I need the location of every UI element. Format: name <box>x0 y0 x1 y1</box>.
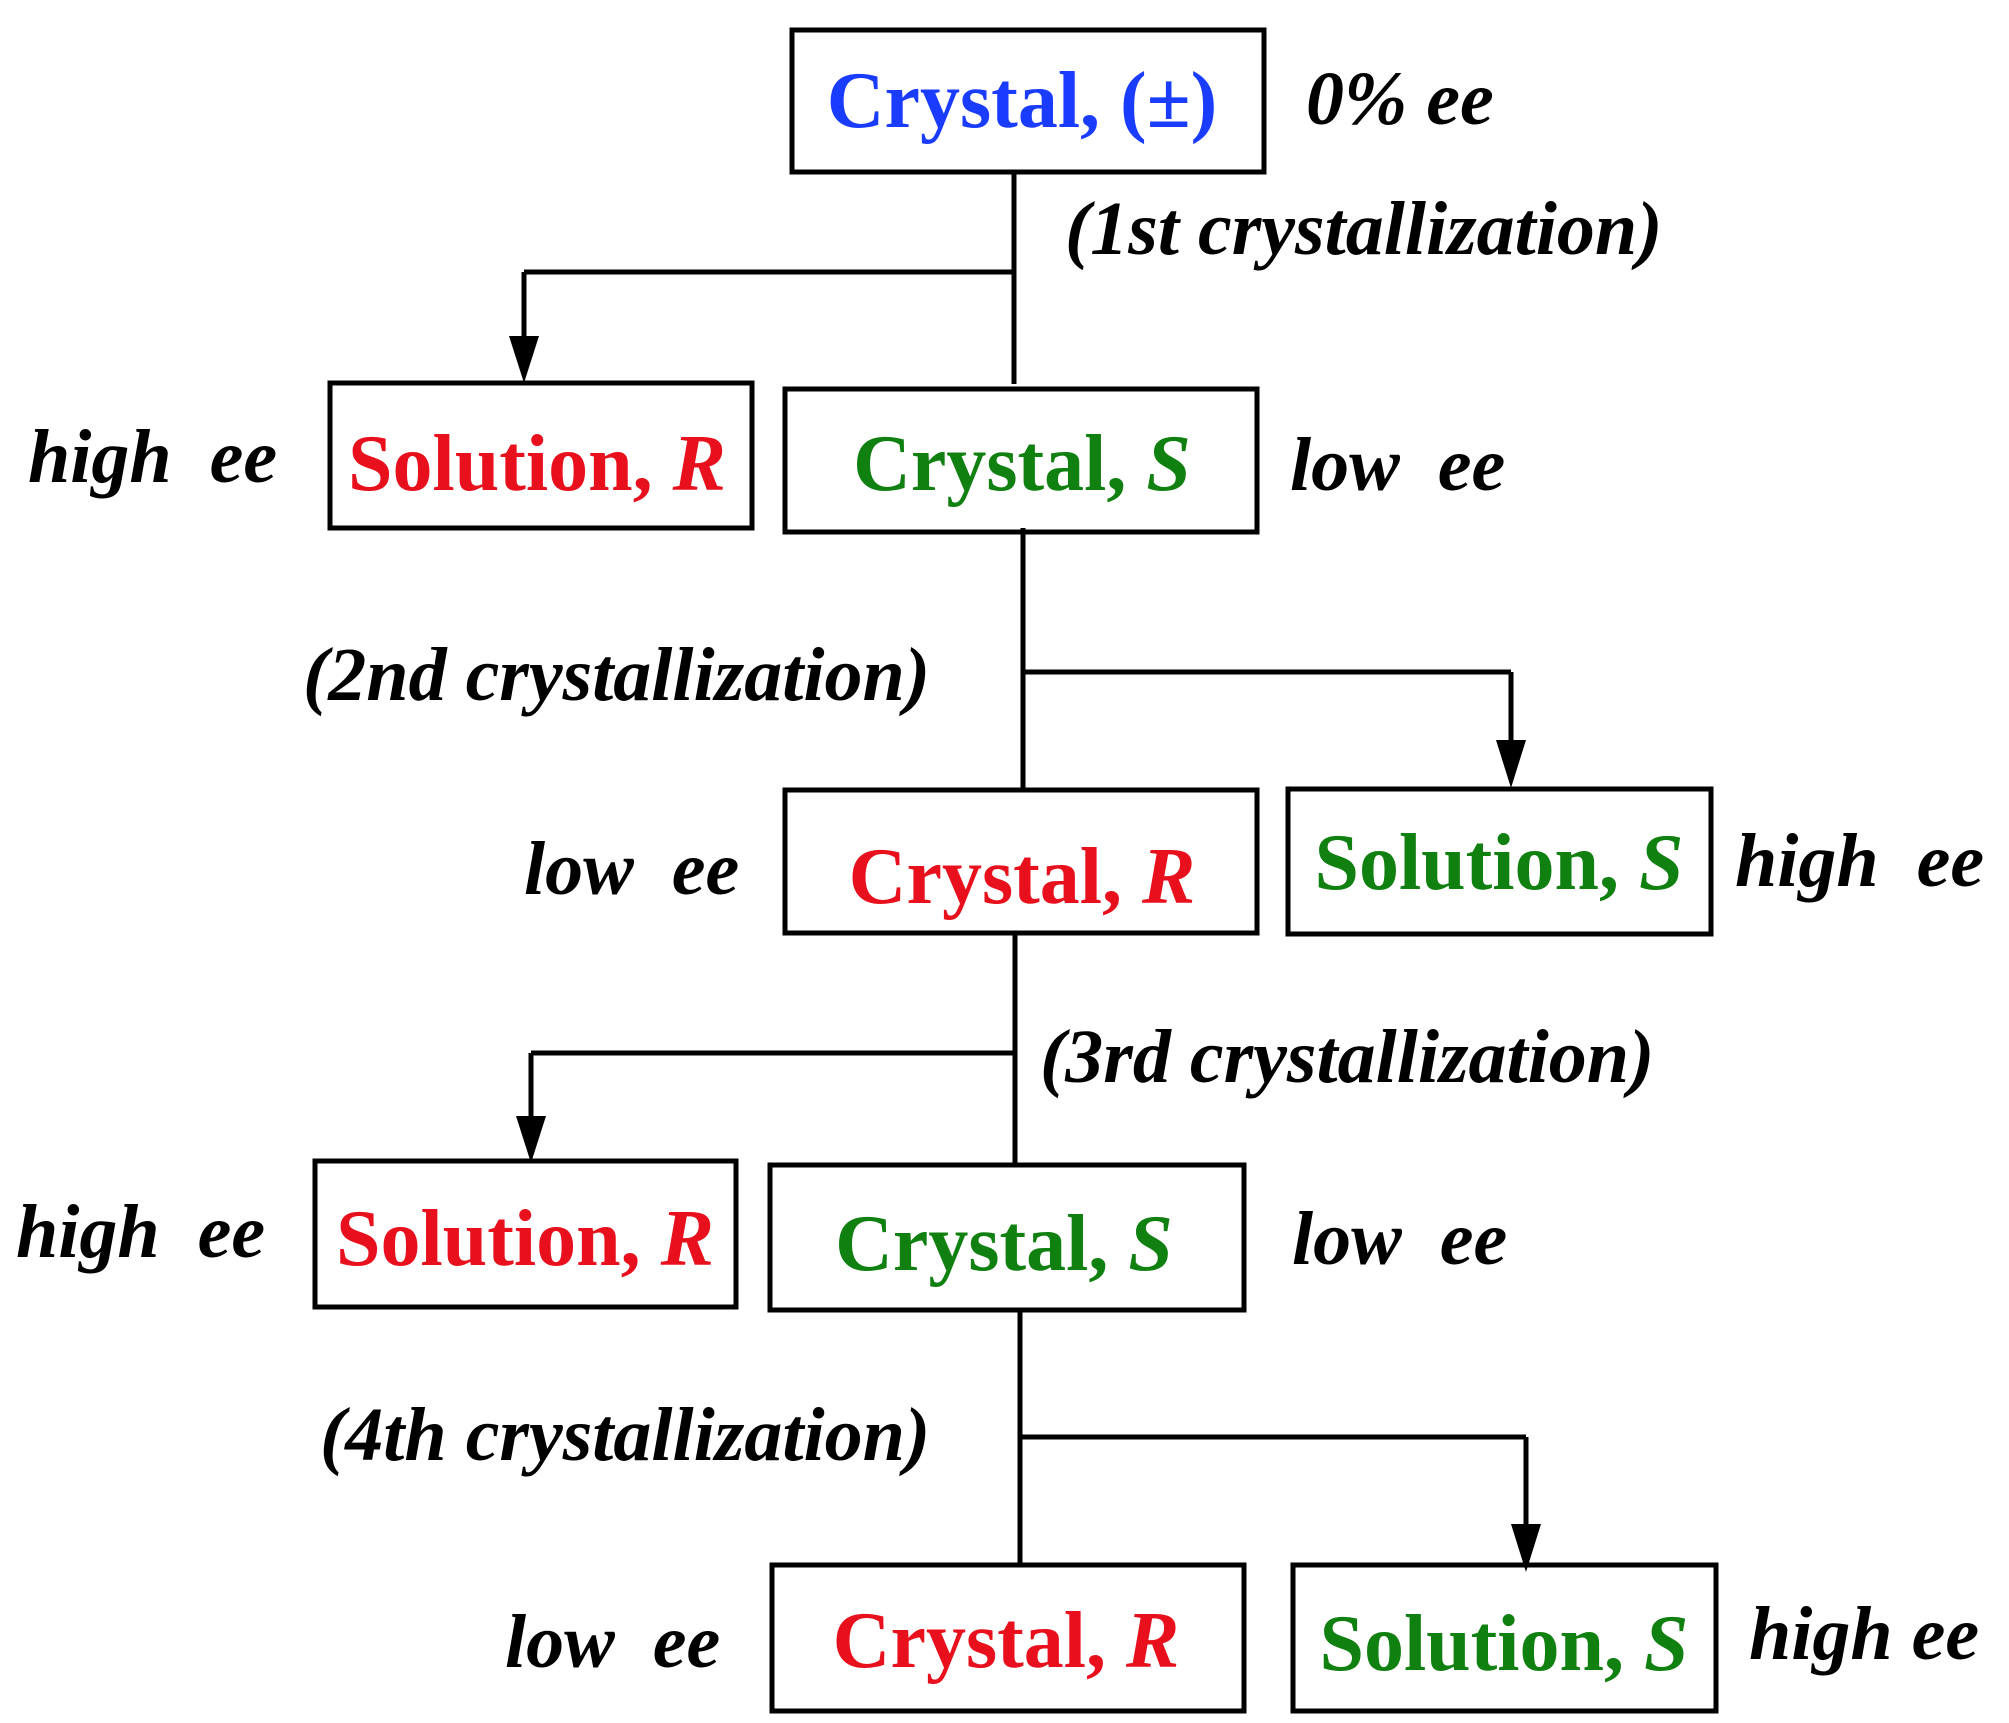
s1-solution-label: Solution, R <box>348 420 726 508</box>
s1-crystal-box <box>782 386 1260 535</box>
step2-label: (2nd crystallization) <box>303 633 930 717</box>
step4-arrowhead-icon <box>1511 1524 1541 1572</box>
s3-crystal-box <box>767 1162 1247 1313</box>
s4-crystal-ee-label: low ee <box>505 1600 720 1684</box>
top-box-label: Crystal, (±) <box>827 57 1217 145</box>
s3-solution-label: Solution, R <box>336 1195 714 1283</box>
s2-crystal-box <box>782 787 1260 936</box>
s2-solution-ee-label: high ee <box>1735 819 1984 903</box>
step3-label: (3rd crystallization) <box>1040 1015 1654 1099</box>
step-annotations: (1st crystallization) (2nd crystallizati… <box>303 187 1662 1477</box>
connectors <box>521 172 1529 1564</box>
s3-solution-ee-label: high ee <box>16 1190 265 1274</box>
s4-solution-ee-label: high ee <box>1749 1592 1979 1676</box>
s3-crystal-ee-label: low ee <box>1292 1197 1507 1281</box>
s3-crystal-label: Crystal, S <box>835 1200 1173 1288</box>
s1-solution-ee-label: high ee <box>28 415 277 499</box>
s2-solution-label: Solution, S <box>1314 819 1683 907</box>
s1-crystal-label: Crystal, S <box>853 420 1191 508</box>
top-ee-label: 0% ee <box>1306 57 1494 141</box>
boxes <box>312 27 1719 1714</box>
s2-crystal-label: Crystal, R <box>849 833 1196 921</box>
top-box <box>789 27 1267 175</box>
step3-arrowhead-icon <box>516 1116 546 1163</box>
s4-crystal-box <box>769 1562 1247 1714</box>
ee-annotations: 0% ee high ee low ee low ee high ee high… <box>16 57 1984 1684</box>
step4-label: (4th crystallization) <box>320 1393 930 1477</box>
step2-arrowhead-icon <box>1496 740 1526 788</box>
s4-solution-label: Solution, S <box>1319 1600 1688 1688</box>
s1-solution-box <box>327 380 755 531</box>
s3-solution-box <box>312 1158 739 1310</box>
s1-crystal-ee-label: low ee <box>1290 423 1505 507</box>
s4-solution-box <box>1290 1562 1719 1714</box>
box-labels: Crystal, (±) Solution, R Crystal, S Crys… <box>336 57 1689 1688</box>
arrowheads <box>509 336 1541 1572</box>
step1-label: (1st crystallization) <box>1065 187 1662 271</box>
step1-arrowhead-icon <box>509 336 539 383</box>
s2-solution-box <box>1285 786 1714 937</box>
s2-crystal-ee-label: low ee <box>524 827 739 911</box>
s4-crystal-label: Crystal, R <box>833 1597 1180 1685</box>
